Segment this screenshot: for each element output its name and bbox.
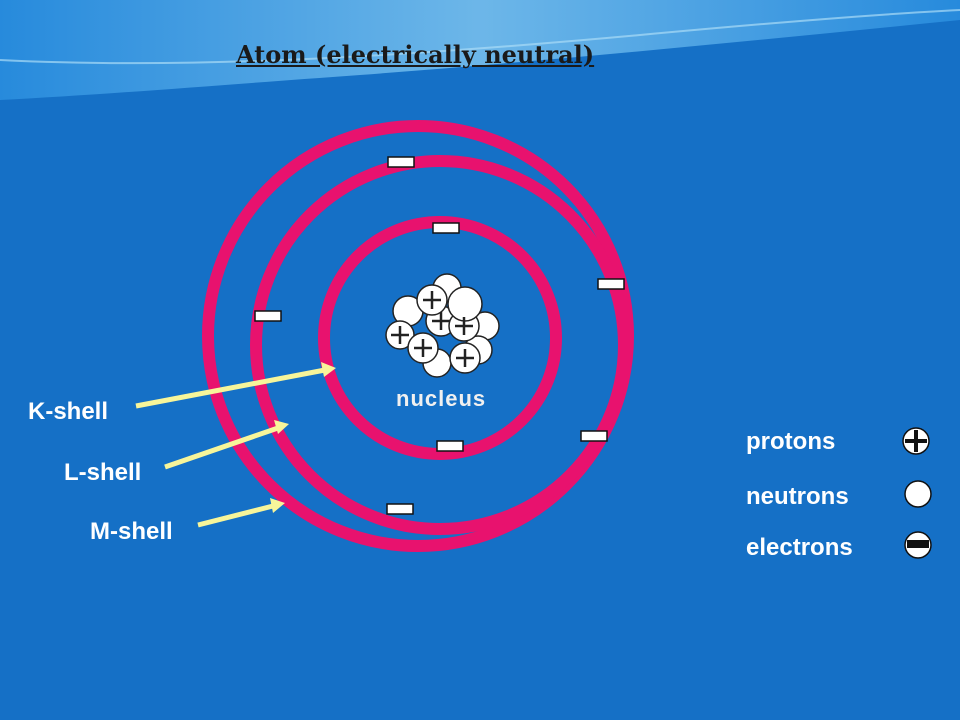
- neutron-legend-icon: [904, 480, 932, 508]
- nucleus-label: nucleus: [396, 386, 487, 411]
- legend-neutrons-label: neutrons: [746, 483, 849, 510]
- proton-plus-signs: [391, 291, 474, 367]
- l-shell-label: L-shell: [64, 459, 142, 486]
- legend-protons-label: protons: [746, 428, 836, 455]
- k-shell-label: K-shell: [28, 398, 109, 425]
- legend-symbols: [902, 427, 932, 559]
- m-shell-label: M-shell: [90, 518, 173, 545]
- shell-arrows: [135, 362, 336, 528]
- electron-signs: [254, 156, 625, 515]
- k-shell-orbit: [318, 216, 562, 460]
- l-shell-arrow: [164, 425, 279, 470]
- diagram-title: Atom (electrically neutral): [236, 40, 595, 69]
- electron-legend-icon: [904, 531, 932, 559]
- nucleus: [385, 273, 500, 378]
- k-shell-arrow: [135, 367, 326, 409]
- proton-legend-icon: [902, 427, 930, 455]
- l-shell-orbit: [250, 155, 630, 535]
- m-shell-arrow: [197, 503, 274, 528]
- header-wave-decoration: [0, 0, 960, 100]
- legend-electrons-label: electrons: [746, 534, 853, 561]
